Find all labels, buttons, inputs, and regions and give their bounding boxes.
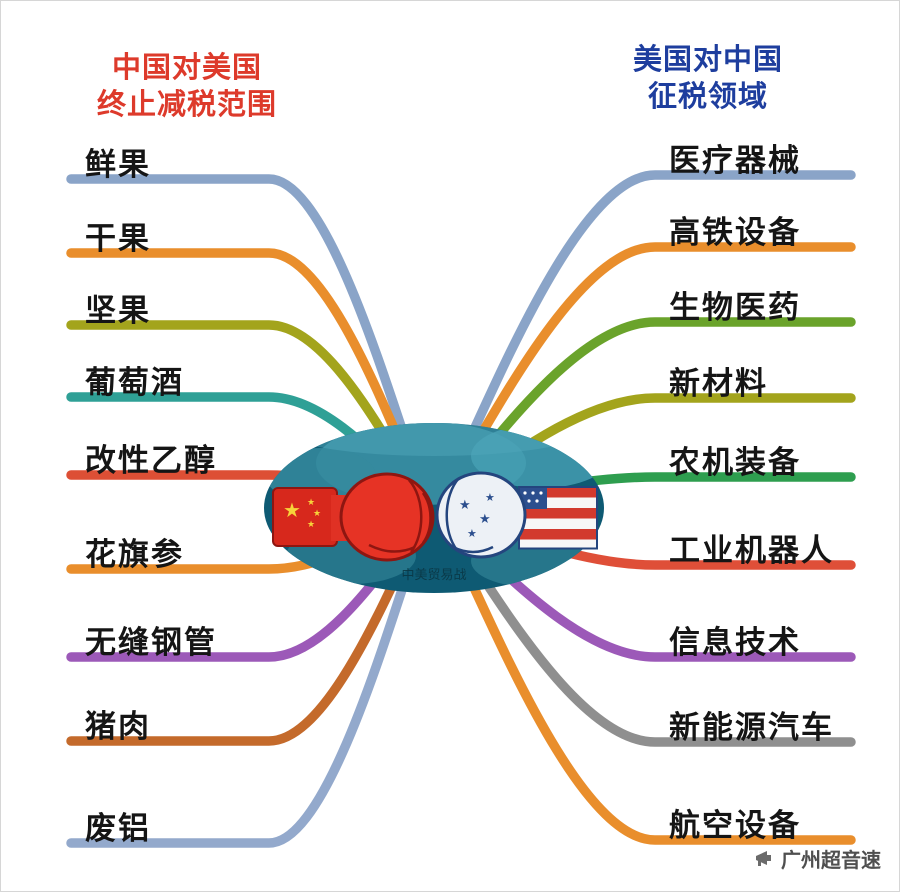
branch-label-left-0: 鲜果 bbox=[85, 147, 151, 183]
title-right-line1: 美国对中国 bbox=[632, 42, 783, 76]
china-flag-star: ★ bbox=[283, 498, 301, 522]
branch-label-right-8: 航空设备 bbox=[669, 808, 801, 844]
branch-label-left-8: 废铝 bbox=[85, 811, 151, 847]
center-graphic: ★ ★ ★ ★ bbox=[264, 423, 604, 593]
us-flag-sleeve bbox=[518, 486, 598, 550]
watermark: 广州超音速 bbox=[755, 844, 881, 873]
us-fist: ★ ★ ★ ★ bbox=[435, 471, 598, 559]
globe-caption: 中美贸易战 bbox=[401, 568, 466, 583]
branch-label-right-6: 信息技术 bbox=[669, 625, 801, 661]
branch-label-left-6: 无缝钢管 bbox=[85, 625, 217, 661]
branch-label-left-4: 改性乙醇 bbox=[85, 443, 217, 479]
branch-label-right-0: 医疗器械 bbox=[669, 143, 801, 179]
title-left-line2: 终止减税范围 bbox=[96, 87, 277, 121]
megaphone-icon bbox=[756, 850, 771, 866]
title-right: 美国对中国 征税领域 bbox=[593, 41, 823, 115]
title-left-line1: 中国对美国 bbox=[111, 50, 262, 84]
title-left: 中国对美国 终止减税范围 bbox=[59, 49, 315, 123]
branch-label-right-4: 农机装备 bbox=[669, 445, 801, 481]
branch-label-right-2: 生物医药 bbox=[669, 290, 801, 326]
svg-text:★: ★ bbox=[313, 509, 321, 519]
svg-text:★: ★ bbox=[459, 498, 471, 513]
branch-label-left-3: 葡萄酒 bbox=[85, 365, 184, 401]
branch-label-left-2: 坚果 bbox=[85, 293, 151, 329]
watermark-text: 广州超音速 bbox=[781, 848, 881, 872]
svg-text:★: ★ bbox=[307, 520, 315, 530]
branch-label-right-3: 新材料 bbox=[669, 366, 768, 402]
svg-text:★: ★ bbox=[467, 527, 477, 540]
svg-text:★: ★ bbox=[479, 512, 491, 527]
branch-label-right-1: 高铁设备 bbox=[669, 215, 801, 251]
china-fist: ★ ★ ★ ★ bbox=[272, 472, 435, 562]
branch-label-right-7: 新能源汽车 bbox=[669, 710, 834, 746]
svg-text:★: ★ bbox=[307, 498, 315, 508]
branch-label-left-1: 干果 bbox=[85, 221, 151, 257]
branch-label-left-7: 猪肉 bbox=[85, 709, 151, 745]
title-right-line2: 征税领域 bbox=[647, 79, 768, 113]
svg-text:★: ★ bbox=[485, 491, 495, 504]
branch-label-left-5: 花旗参 bbox=[85, 537, 184, 573]
branch-label-right-5: 工业机器人 bbox=[669, 533, 834, 569]
